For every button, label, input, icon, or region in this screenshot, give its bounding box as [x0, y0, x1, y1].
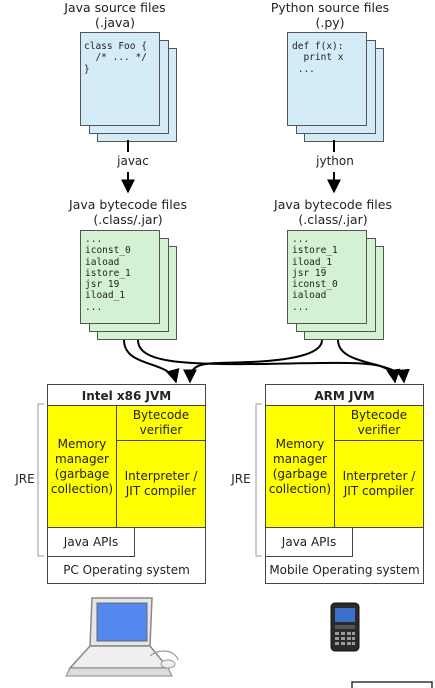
pc-os-label: PC Operating system — [63, 563, 190, 577]
python-source-title: Python source files (.py) — [270, 0, 390, 30]
jython-label: jython — [316, 154, 354, 168]
javac-label: javac — [117, 154, 149, 168]
mobile-phone-icon — [330, 602, 360, 652]
java-source-title: Java source files (.java) — [64, 0, 166, 30]
right-to-intel-arrow — [183, 339, 323, 384]
file-page: ... istore_1 iload_1 jsr 19 iconst_0 ial… — [287, 230, 367, 324]
jre-label-right: JRE — [231, 472, 251, 486]
left-to-intel-arrow-1 — [123, 339, 180, 384]
intel-jvm-title: Intel x86 JVM — [81, 389, 172, 403]
bytecode-verifier-box-left: Bytecode verifier — [116, 405, 206, 441]
jre-bracket-left — [37, 403, 44, 557]
laptop-icon — [65, 597, 179, 677]
interpreter-jit-box-right: Interpreter / JIT compiler — [334, 440, 424, 528]
mobile-os-label: Mobile Operating system — [269, 563, 420, 577]
bytecode-verifier-box-right: Bytecode verifier — [334, 405, 424, 441]
cropped-box — [351, 681, 433, 688]
java-apis-box-right — [265, 527, 353, 557]
file-page: def f(x): print x ... — [287, 32, 367, 126]
arm-jvm-title: ARM JVM — [314, 389, 375, 403]
jre-label-left: JRE — [15, 472, 35, 486]
interpreter-jit-box-left: Interpreter / JIT compiler — [116, 440, 206, 528]
java-source-code: class Foo { /* ... */ } — [84, 41, 147, 75]
java-bytecode-title-left: Java bytecode files (.class/.jar) — [69, 197, 187, 227]
file-page: ... iconst_0 iaload istore_1 jsr 19 iloa… — [80, 230, 160, 324]
right-to-arm-arrow — [337, 339, 410, 384]
jre-bracket-right — [255, 403, 262, 557]
java-bytecode-title-right: Java bytecode files (.class/.jar) — [274, 197, 392, 227]
java-apis-box-left — [47, 527, 135, 557]
java-apis-label-right: Java APIs — [281, 535, 337, 549]
java-apis-label-left: Java APIs — [63, 535, 119, 549]
bytecode-listing-right: ... istore_1 iload_1 jsr 19 iconst_0 ial… — [292, 234, 338, 313]
bytecode-listing-left: ... iconst_0 iaload istore_1 jsr 19 iloa… — [85, 234, 131, 313]
file-page: class Foo { /* ... */ } — [80, 32, 160, 126]
python-source-code: def f(x): print x ... — [292, 41, 344, 75]
